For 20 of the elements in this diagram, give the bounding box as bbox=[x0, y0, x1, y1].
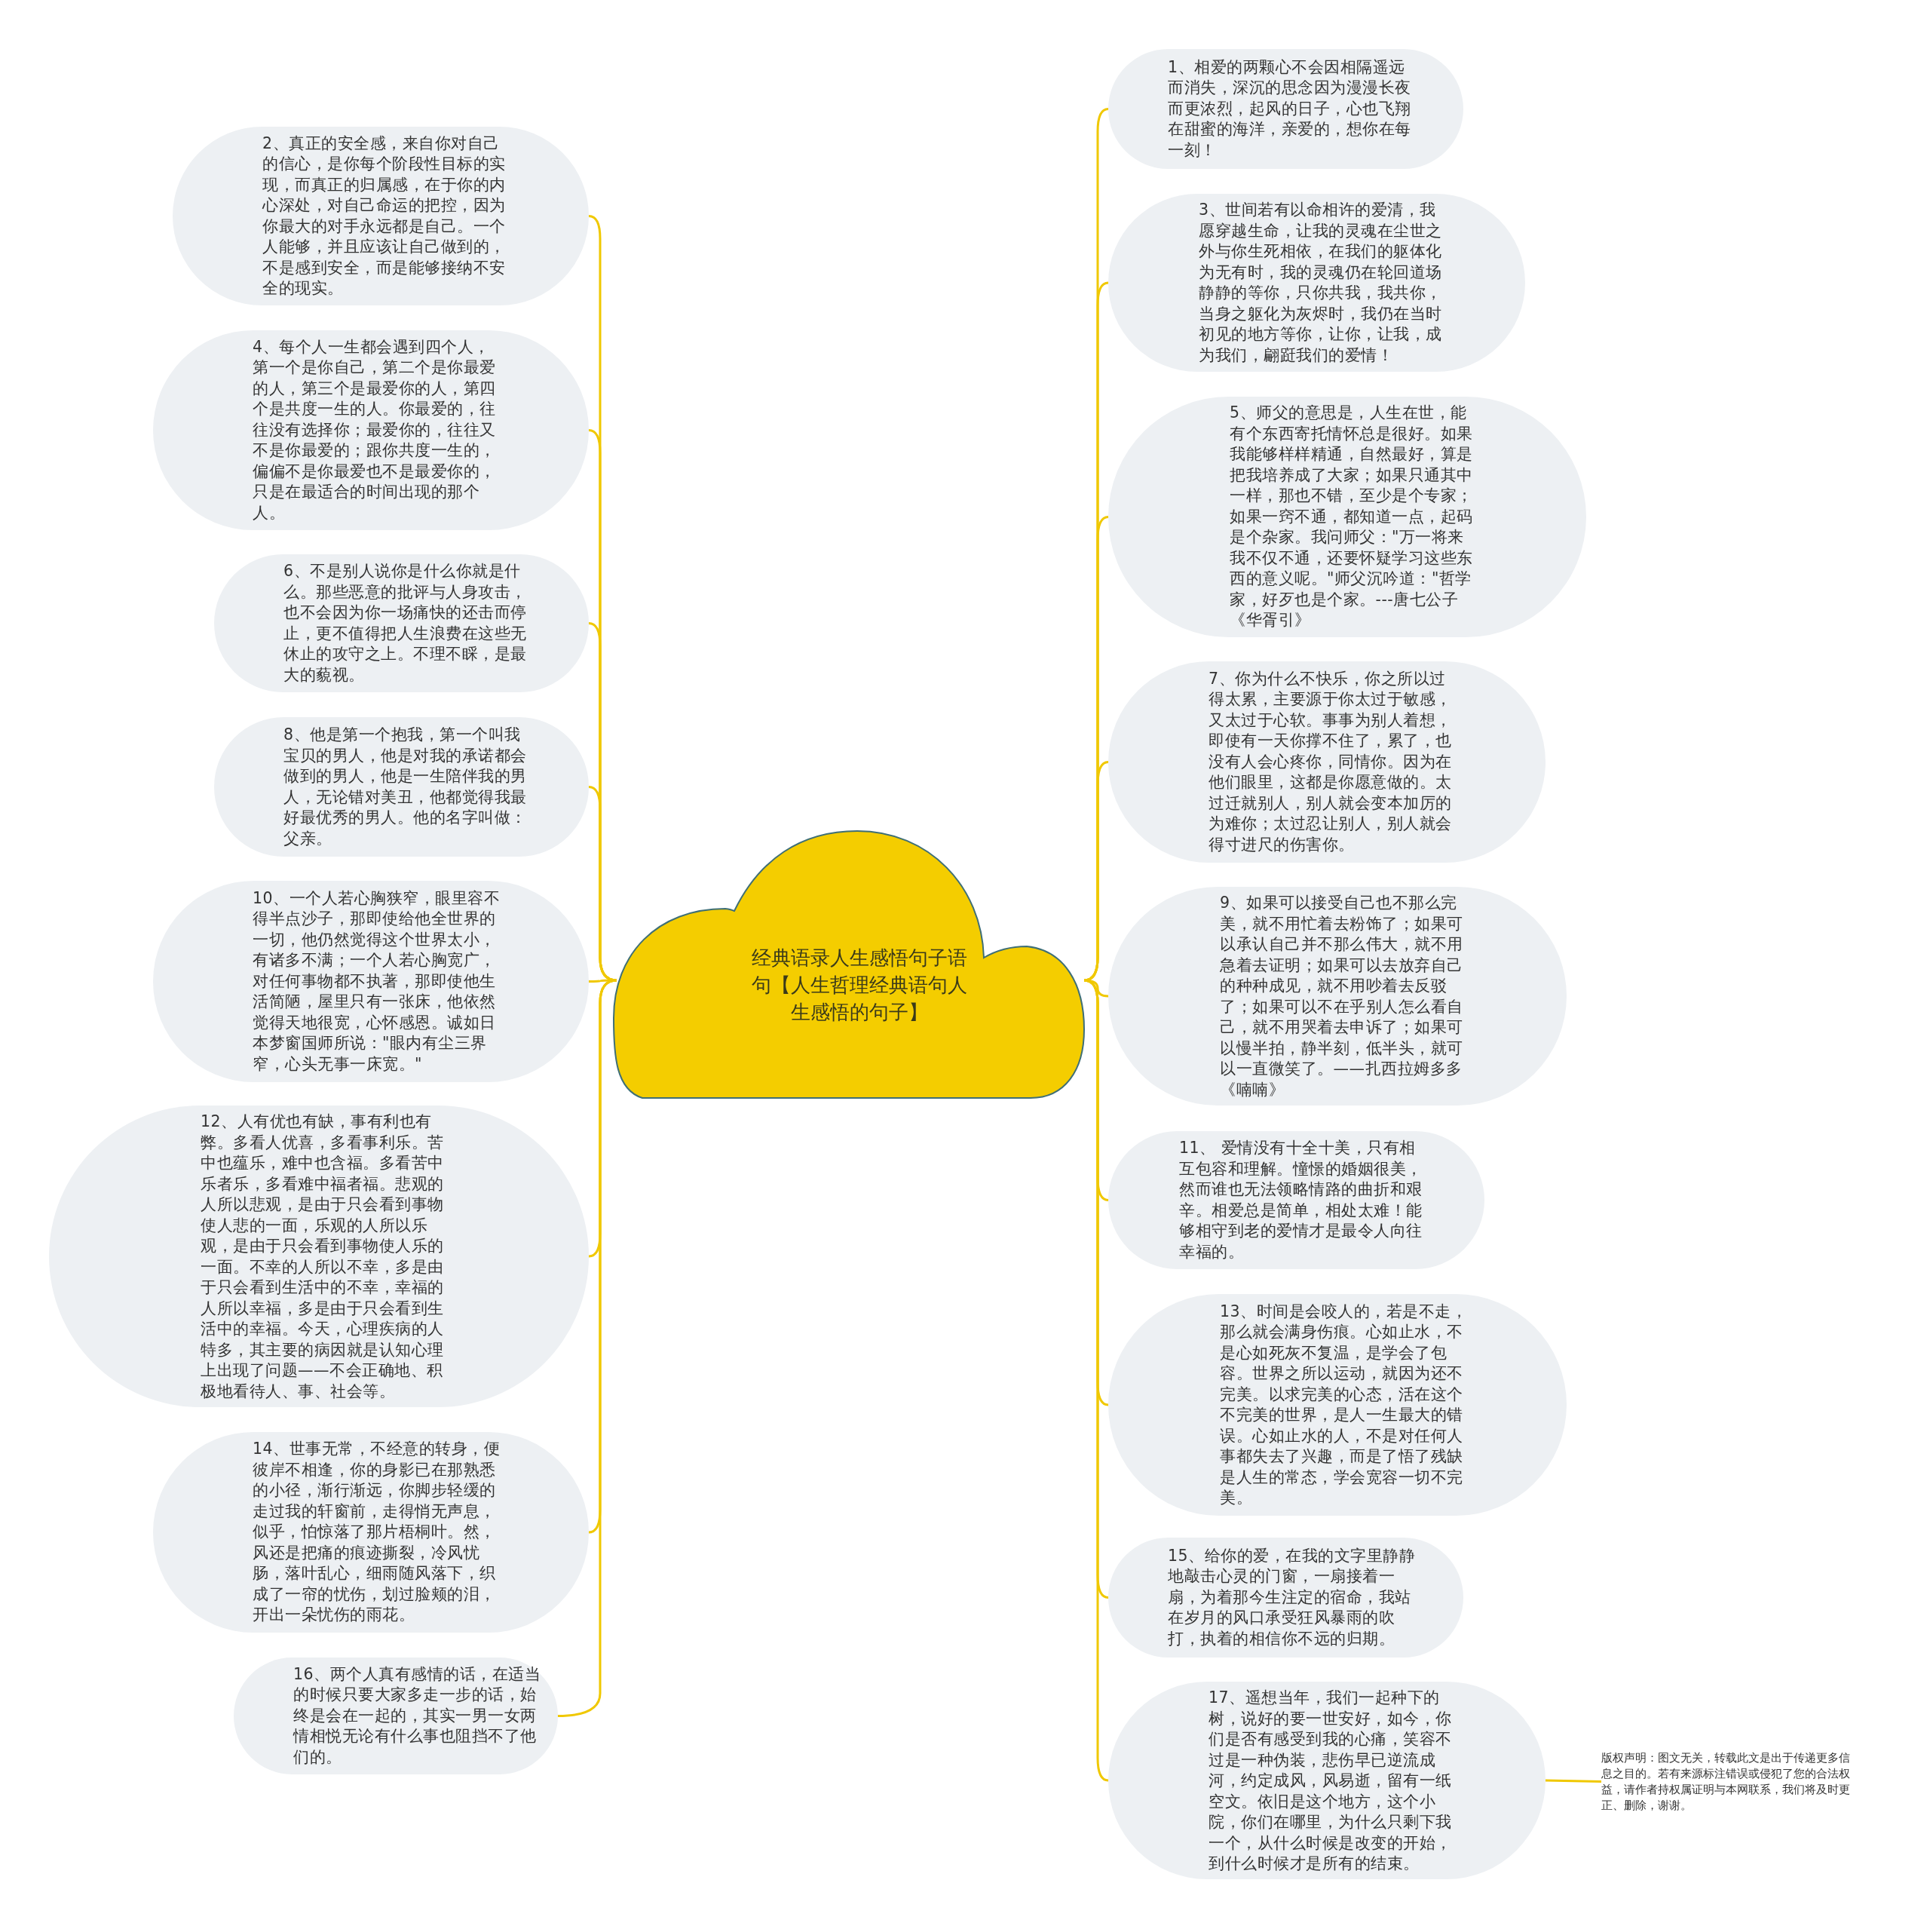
quote-text: 16、两个人真有感情的话，在适当的时候只要大家多走一步的话，始终是会在一起的，其实一男一女两情相悦无论有什么事也阻挡不了他们的。 bbox=[293, 1664, 542, 1768]
quote-text: 4、每个人一生都会遇到四个人，第一个是你自己，第二个是你最爱的人，第三个是最爱你的人，第四个是共度一生的人。你最爱的，往往没有选择你；最爱你的，往往又不是你最爱的；跟你共度一生的，偏偏不是你最爱也不是最爱你的，只是在最适合的时间出现的那个人。 bbox=[253, 336, 497, 523]
quote-text: 8、他是第一个抱我，第一个叫我宝贝的男人，他是对我的承诺都会做到的男人，他是一生陪伴我的男人，无论错对美丑，他都觉得我最好最优秀的男人。他的名字叫做：父亲。 bbox=[283, 725, 528, 849]
quote-text: 9、如果可以接受自己也不那么完美，就不用忙着去粉饰了；如果可以承认自己并不那么伟大，就不用急着去证明；如果可以去放弃自己的种种成见，就不用吵着去反驳了；如果可以不在乎别人怎么看自己，就不用哭着去申诉了；如果可以慢半拍，静半刻，低半头，就可以一直微笑了。——扎西拉姆多多《喃喃》 bbox=[1220, 893, 1464, 1100]
title-text: 经典语录人生感悟句子语句【人生哲理经典语句人生感悟的句子】 bbox=[750, 946, 968, 1025]
quote-text: 7、你为什么不快乐，你之所以过得太累，主要源于你太过于敏感，又太过于心软。事事为别人着想，即使有一天你撑不住了，累了，也没有人会心疼你，同情你。因为在他们眼里，这都是你愿意做的。太过迁就别人，别人就会变本加厉的为难你；太过忍让别人，别人就会得寸进尺的伤害你。 bbox=[1209, 668, 1453, 855]
quote-text: 15、给你的爱，在我的文字里静静地敲击心灵的门窗，一扇接着一扇，为着那今生注定的宿命，我站在岁月的风口承受狂风暴雨的吹打，执着的相信你不远的归期。 bbox=[1168, 1545, 1417, 1649]
quote-text: 10、一个人若心胸狭窄，眼里容不得半点沙子，那即使给他全世界的一切，他仍然觉得这个世界太小，有诸多不满；一个人若心胸宽广，对任何事物都不执著，那即使他生活简陋，屋里只有一张床，他依然觉得天地很宽，心怀感恩。诚如日本梦窗国师所说："眼内有尘三界窄，心头无事一床宽。" bbox=[253, 888, 501, 1075]
quote-text: 12、人有优也有缺，事有利也有弊。多看人优喜，多看事利乐。苦中也蕴乐，难中也含福。多看苦中乐者乐，多看难中福者福。悲观的人所以悲观，是由于只会看到事物使人悲的一面，乐观的人所以乐观，是由于只会看到事物使人乐的一面。不幸的人所以不幸，多是由于只会看到生活中的不幸，幸福的人所以幸福，多是由于只会看到生活中的幸福。今天，心理疾病的人特多，其主要的病因就是认知心理上出现了问题——不会正确地、积极地看待人、事、社会等。 bbox=[201, 1112, 445, 1402]
quote-text: 5、师父的意思是，人生在世，能有个东西寄托情怀总是很好。如果我能够样样精通，自然最好，算是把我培养成了大家；如果只通其中一样，那也不错，至少是个专家；如果一窍不通，都知道一点，起码是个杂家。我问师父："万一将来我不仅不通，还要怀疑学习这些东西的意义呢。"师父沉吟道："哲学家，好歹也是个家。---唐七公子《华胥引》 bbox=[1230, 403, 1474, 630]
quote-text: 2、真正的安全感，来自你对自己的信心，是你每个阶段性目标的实现，而真正的归属感，在于你的内心深处，对自己命运的把控，因为你最大的对手永远都是自己。一个人能够，并且应该让自己做到的，不是感到安全，而是能够接纳不安全的现实。 bbox=[262, 133, 507, 299]
quote-text: 14、世事无常，不经意的转身，便彼岸不相逢，你的身影已在那熟悉的小径，渐行渐远，你脚步轻缓的走过我的轩窗前，走得悄无声息，似乎，怕惊落了那片梧桐叶。然，风还是把痛的痕迹撕裂，冷风忧肠，落叶乱心，细雨随风落下，织成了一帘的忧伤，划过脸颊的泪，开出一朵忧伤的雨花。 bbox=[253, 1439, 501, 1625]
quote-text: 13、时间是会咬人的，若是不走，那么就会满身伤痕。心如止水，不是心如死灰不复温，是学会了包容。世界之所以运动，就因为还不完美。以求完美的心态，活在这个不完美的世界，是人一生最大的错误。心如止水的人，不是对任何人事都失去了兴趣，而是了悟了残缺是人生的常态，学会宽容一切不完美。 bbox=[1220, 1301, 1469, 1508]
quote-text: 17、遥想当年，我们一起种下的树，说好的要一世安好，如今，你们是否有感受到我的心痛，笑容不过是一种伪装，悲伤早已逆流成河，约定成风，风易逝，留有一纸空文。依旧是这个地方，这个小院，你们在哪里，为什么只剩下我一个，从什么时候是改变的开始，到什么时候才是所有的结束。 bbox=[1209, 1688, 1453, 1874]
copyright-note: 版权声明：图文无关，转载此文是出于传递更多信息之目的。若有来源标注错误或侵犯了您的合法权益，请作者持权属证明与本网联系，我们将及时更正、删除，谢谢。 bbox=[1601, 1750, 1851, 1814]
quote-text: 6、不是别人说你是什么你就是什么。那些恶意的批评与人身攻击，也不会因为你一场痛快的还击而停止，更不值得把人生浪费在这些无休止的攻守之上。不理不睬，是最大的藐视。 bbox=[283, 561, 528, 685]
quote-text: 11、 爱情没有十全十美，只有相互包容和理解。憧憬的婚姻很美，然而谁也无法领略情路的曲折和艰辛。相爱总是简单，相处太难！能够相守到老的爱情才是最令人向往幸福的。 bbox=[1179, 1138, 1423, 1262]
connector-line bbox=[1545, 1779, 1602, 1783]
quote-text: 3、世间若有以命相许的爱清，我愿穿越生命，让我的灵魂在尘世之外与你生死相依，在我们的躯体化为无有时，我的灵魂仍在轮回道场静静的等你，只你共我，我共你，当身之躯化为灰烬时，我仍在当时初见的地方等你，让你，让我，成为我们，翩跹我们的爱情！ bbox=[1199, 200, 1443, 366]
quote-text: 1、相爱的两颗心不会因相隔遥远而消失，深沉的思念因为漫漫长夜而更浓烈，起风的日子，心也飞翔在甜蜜的海洋，亲爱的，想你在每一刻！ bbox=[1168, 57, 1412, 161]
